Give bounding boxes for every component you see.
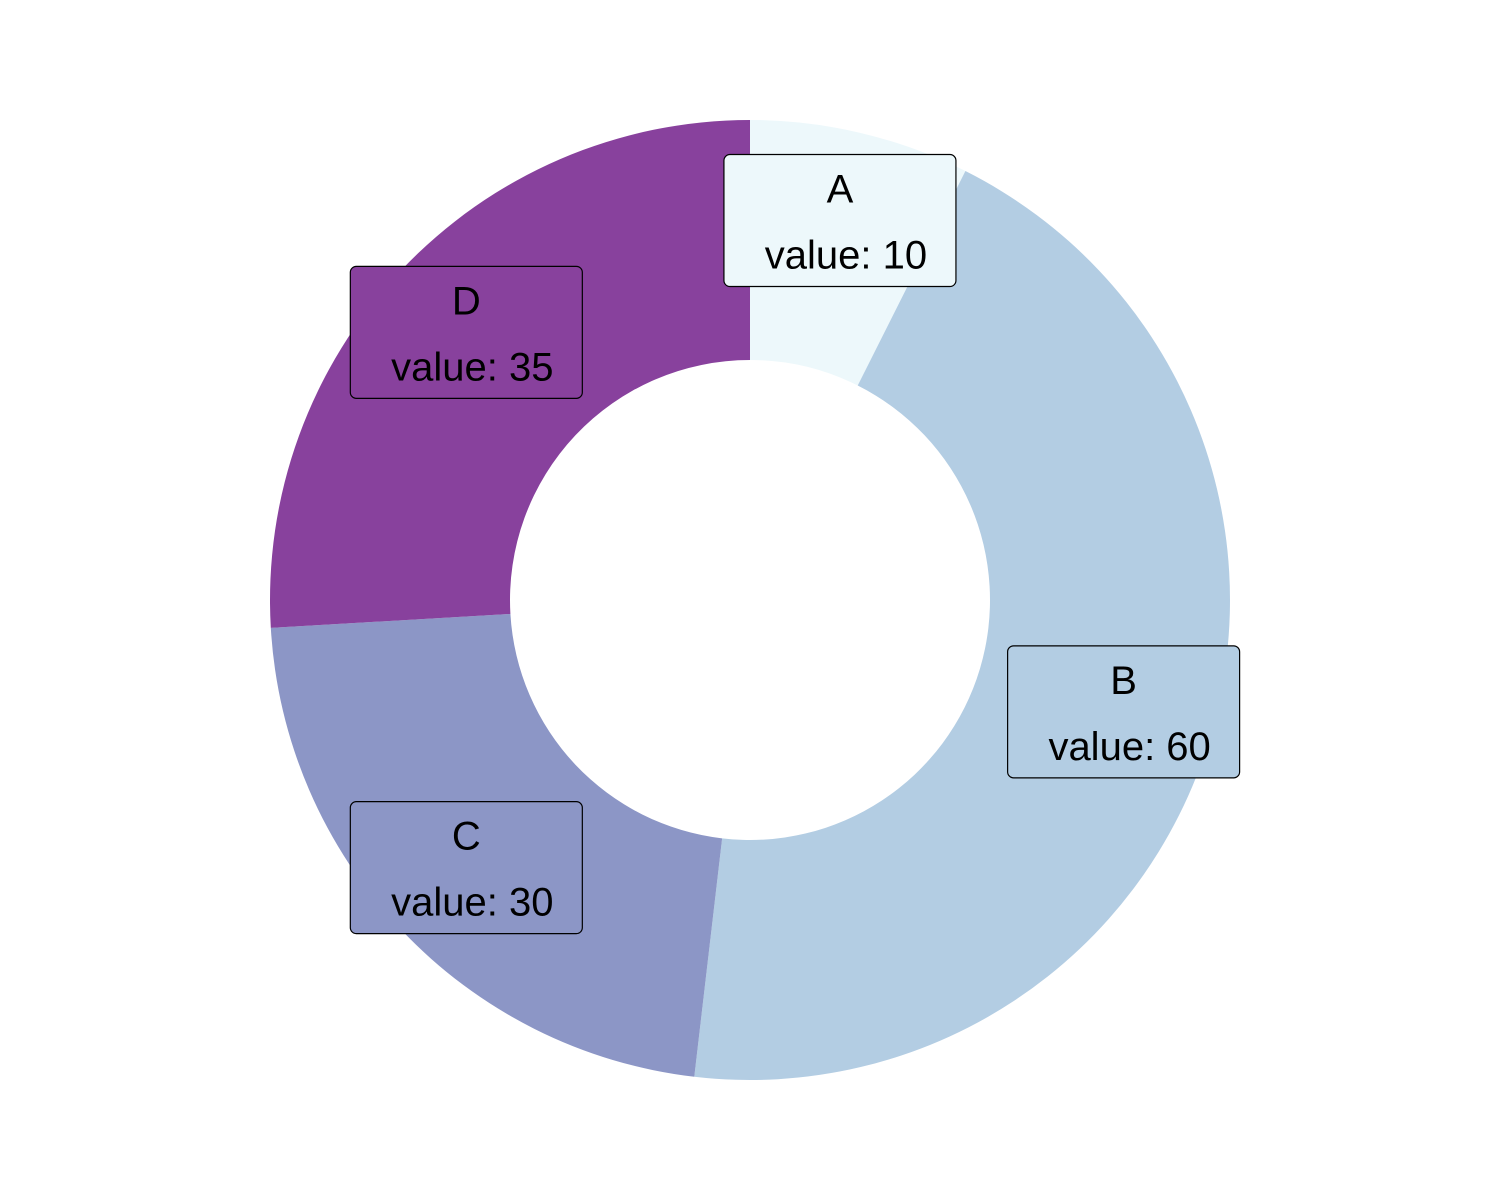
slice-label-box-b [1007,645,1241,779]
slice-label-box-a [723,153,957,288]
slice-category-label-c: C [452,815,481,859]
slice-b [694,171,1230,1080]
slice-value-label-c: value: 30 [391,881,553,925]
slice-value-label-b: value: 60 [1048,725,1210,769]
slice-category-label-b: B [1110,659,1137,703]
slice-label-box-c [349,801,583,935]
slice-value-label-d: value: 35 [391,345,553,389]
slice-label-box-d [349,265,583,399]
slice-value-label-a: value: 10 [765,234,927,278]
slice-category-label-a: A [827,168,854,212]
slice-category-label-d: D [452,279,481,323]
